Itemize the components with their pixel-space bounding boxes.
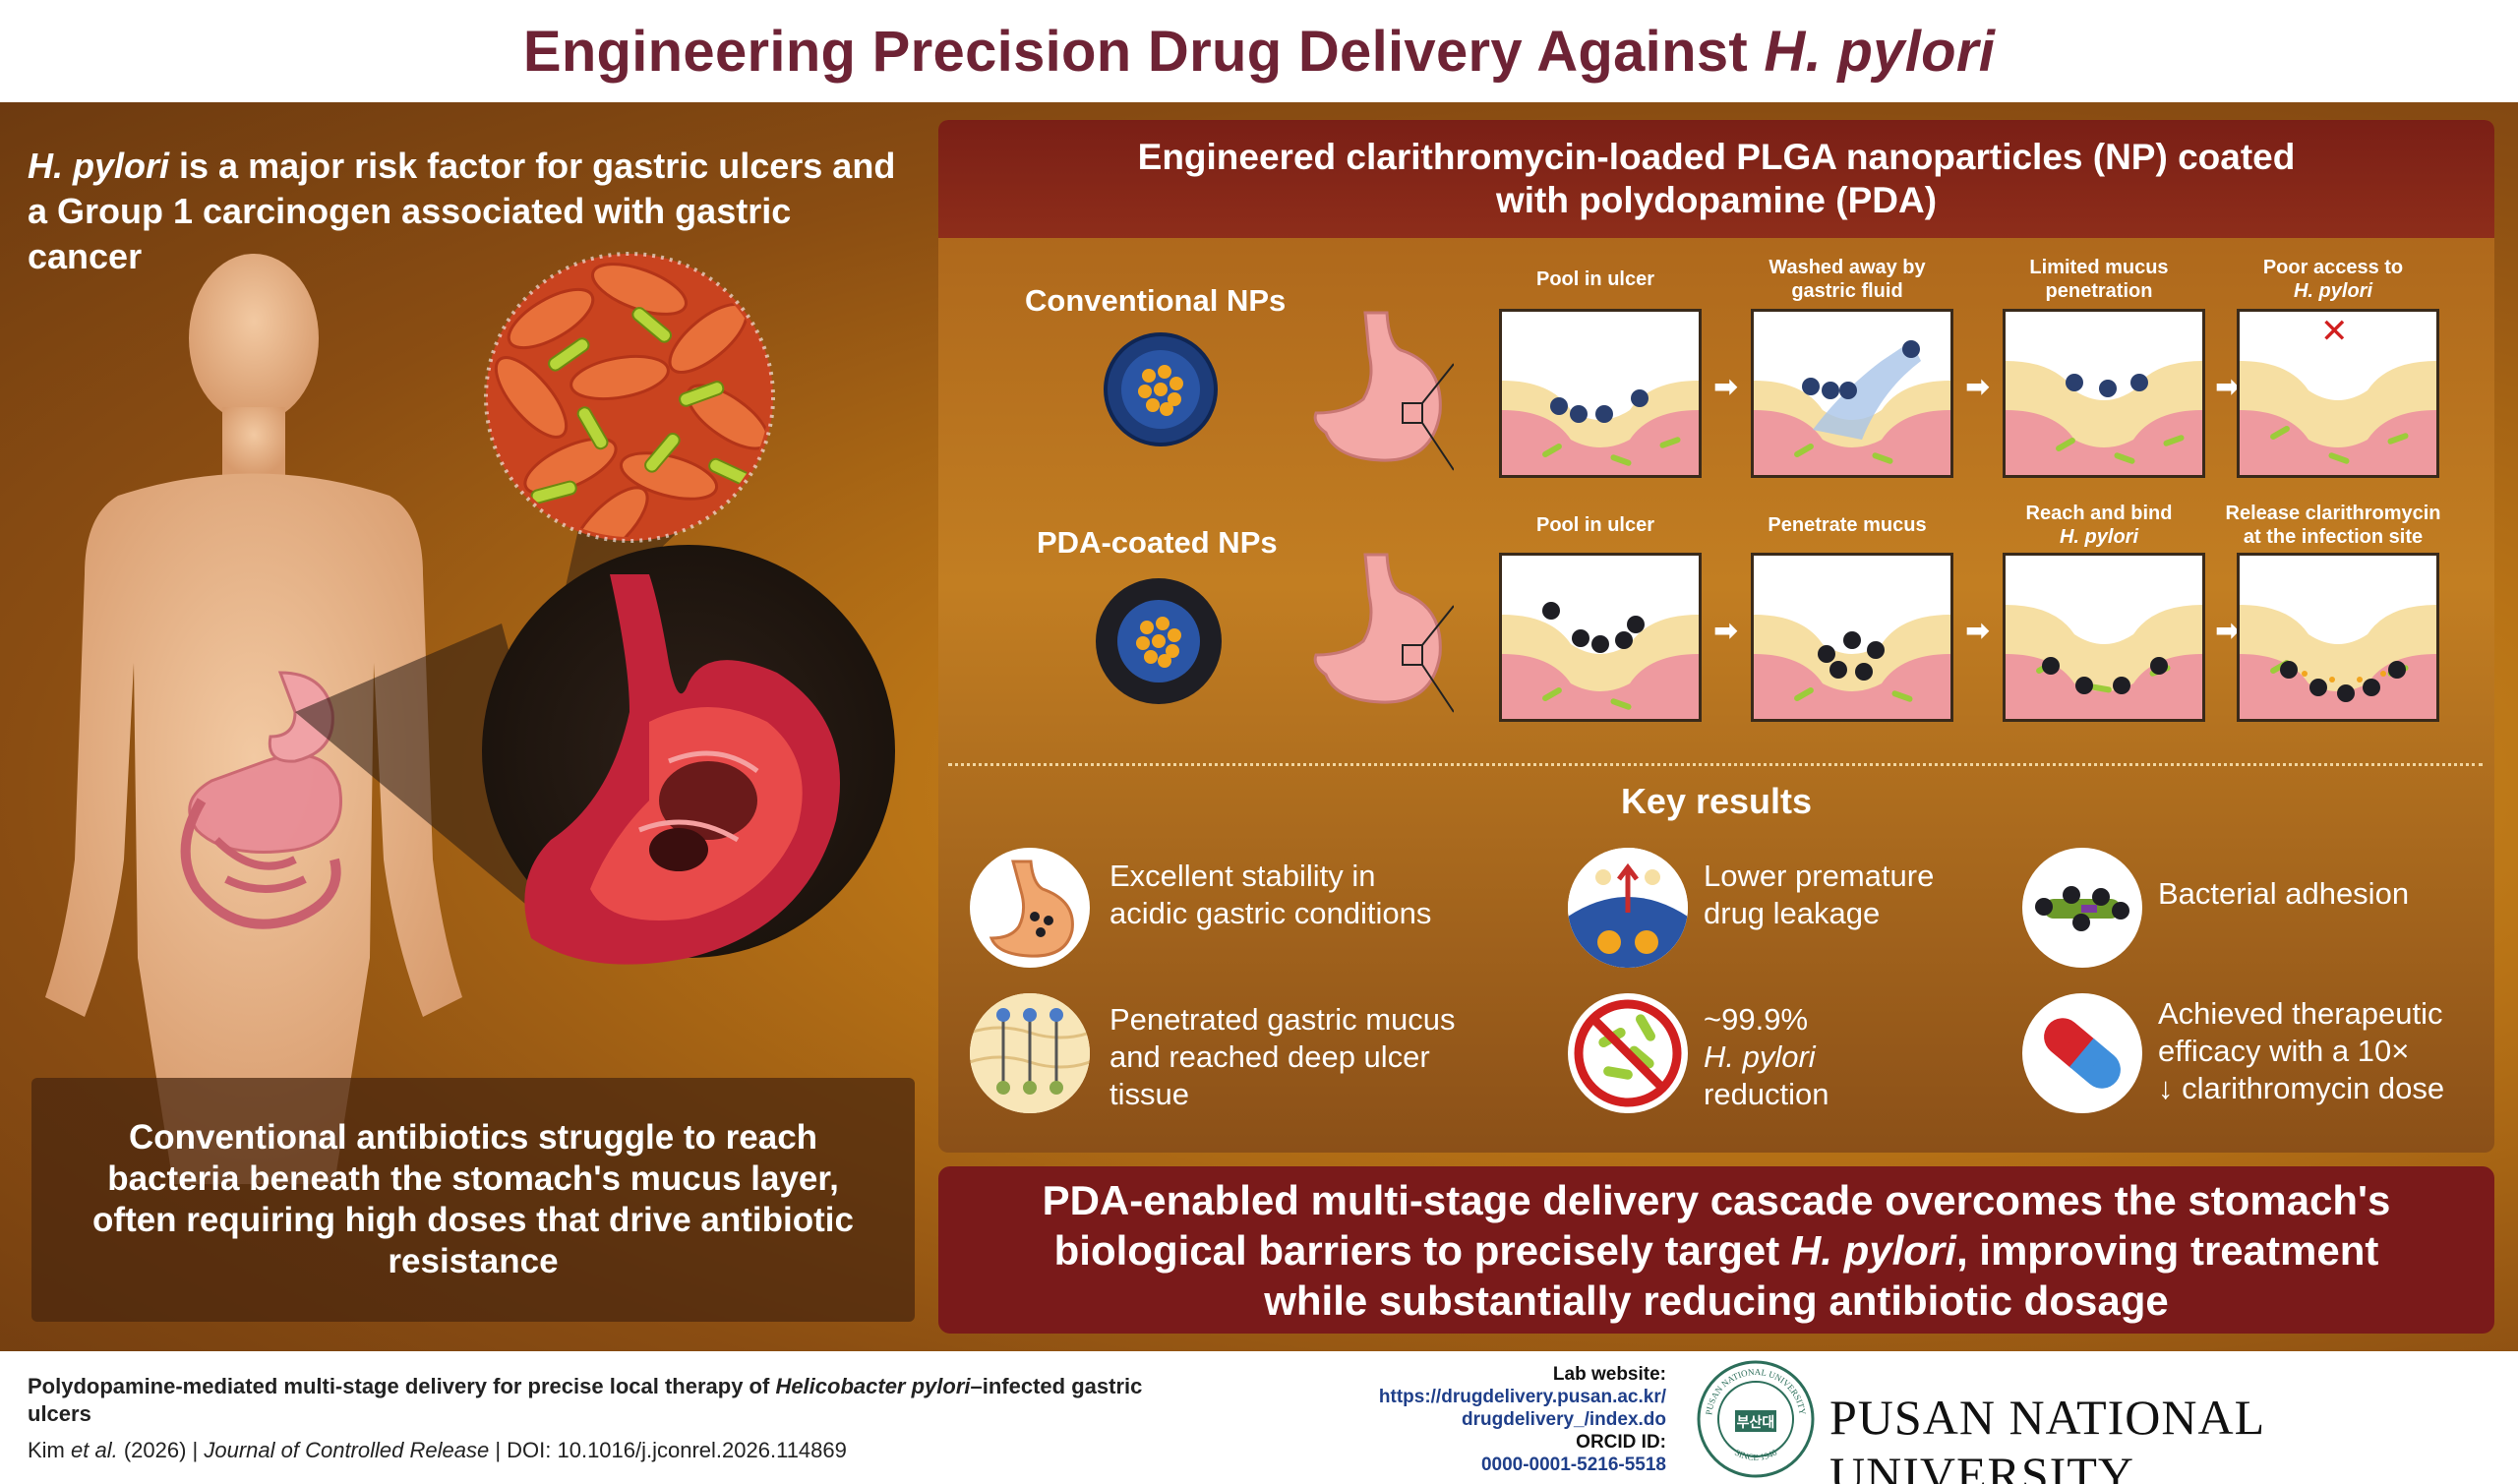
no-bacteria-icon [1568,993,1688,1113]
section-divider [948,763,2483,766]
arrow-r1-2: ➡ [1965,371,1991,403]
stage-panel-r2-4 [2237,553,2439,722]
panel-header: Engineered clarithromycin-loaded PLGA na… [938,120,2494,238]
conventional-np-icon [1104,332,1218,446]
key-results-title: Key results [1620,781,1813,821]
arrow-r2-1: ➡ [1713,615,1739,647]
body-stomach-illustration [45,252,895,1184]
bacterial-adhesion-icon [2022,848,2142,968]
stomach-zoom [524,574,840,965]
mucus-penetration-icon [970,993,1090,1113]
stage-panel-r1-4: ✕ [2237,309,2439,478]
svg-text:SINCE 1946: SINCE 1946 [1733,1447,1778,1461]
row-label-pda: PDA-coated NPs [1037,525,1278,560]
stage-panel-r2-3 [2003,553,2205,722]
bacteria-zoom [484,252,775,543]
stage-panel-r2-2 [1751,553,1953,722]
title-bar: Engineering Precision Drug Delivery Agai… [0,0,2518,102]
intestines [180,753,342,929]
fail-x-icon: ✕ [2320,313,2349,350]
pda-np-icon [1096,578,1222,704]
row-label-conventional: Conventional NPs [1025,283,1287,318]
conclusion-banner: PDA-enabled multi-stage delivery cascade… [938,1166,2494,1334]
page-title: Engineering Precision Drug Delivery Agai… [522,19,1996,84]
mechanism-panel: Engineered clarithromycin-loaded PLGA na… [938,120,2494,1153]
stomach-icon-row2 [1313,553,1454,713]
stage-label-r2-2: Penetrate mucus [1768,514,1927,536]
svg-text:부산대: 부산대 [1737,1414,1775,1431]
footer: Polydopamine-mediated multi-stage delive… [0,1351,2518,1484]
stage-panel-r1-3 [2003,309,2205,478]
lab-website-link[interactable]: https://drugdelivery.pusan.ac.kr/drugdel… [1378,1387,1666,1430]
left-caption-text: Conventional antibiotics struggle to rea… [92,1118,854,1280]
paper-title: Polydopamine-mediated multi-stage delive… [28,1374,1143,1426]
stage-label-r1-1: Pool in ulcer [1535,268,1655,290]
orcid-link[interactable]: 0000-0001-5216-5518 [1480,1454,1666,1475]
stage-label-r2-1: Pool in ulcer [1535,514,1655,536]
main-infographic: H. pylori is a major risk factor for gas… [0,102,2518,1351]
stage-panel-r1-2 [1751,309,1953,478]
university-name: PUSAN NATIONAL UNIVERSITY [1829,1390,2264,1484]
arrow-r2-3: ➡ [2215,615,2241,647]
left-caption-box: Conventional antibiotics struggle to rea… [31,1078,915,1322]
arrow-r1-3: ➡ [2215,371,2241,403]
result-text-3: Bacterial adhesion [2158,876,2410,911]
lab-info: Lab website: https://drugdelivery.pusan.… [1308,1363,1666,1476]
university-seal-icon: PUSAN NATIONAL UNIVERSITY SINCE 1946 부산대 [1697,1360,1815,1478]
intro-text: H. pylori is a major risk factor for gas… [28,146,896,276]
stage-panel-r1-1 [1499,309,1702,478]
stomach-stability-icon [970,848,1090,968]
conclusion-text: PDA-enabled multi-stage delivery cascade… [1042,1176,2391,1324]
arrow-r1-1: ➡ [1713,371,1739,403]
stomach-icon-row1 [1313,311,1454,471]
capsule-icon [2022,993,2142,1113]
citation-line: Kim et al. (2026) | Journal of Controlle… [28,1438,847,1462]
stage-panel-r2-1 [1499,553,1702,722]
arrow-r2-2: ➡ [1965,615,1991,647]
drug-leakage-icon [1568,848,1688,968]
